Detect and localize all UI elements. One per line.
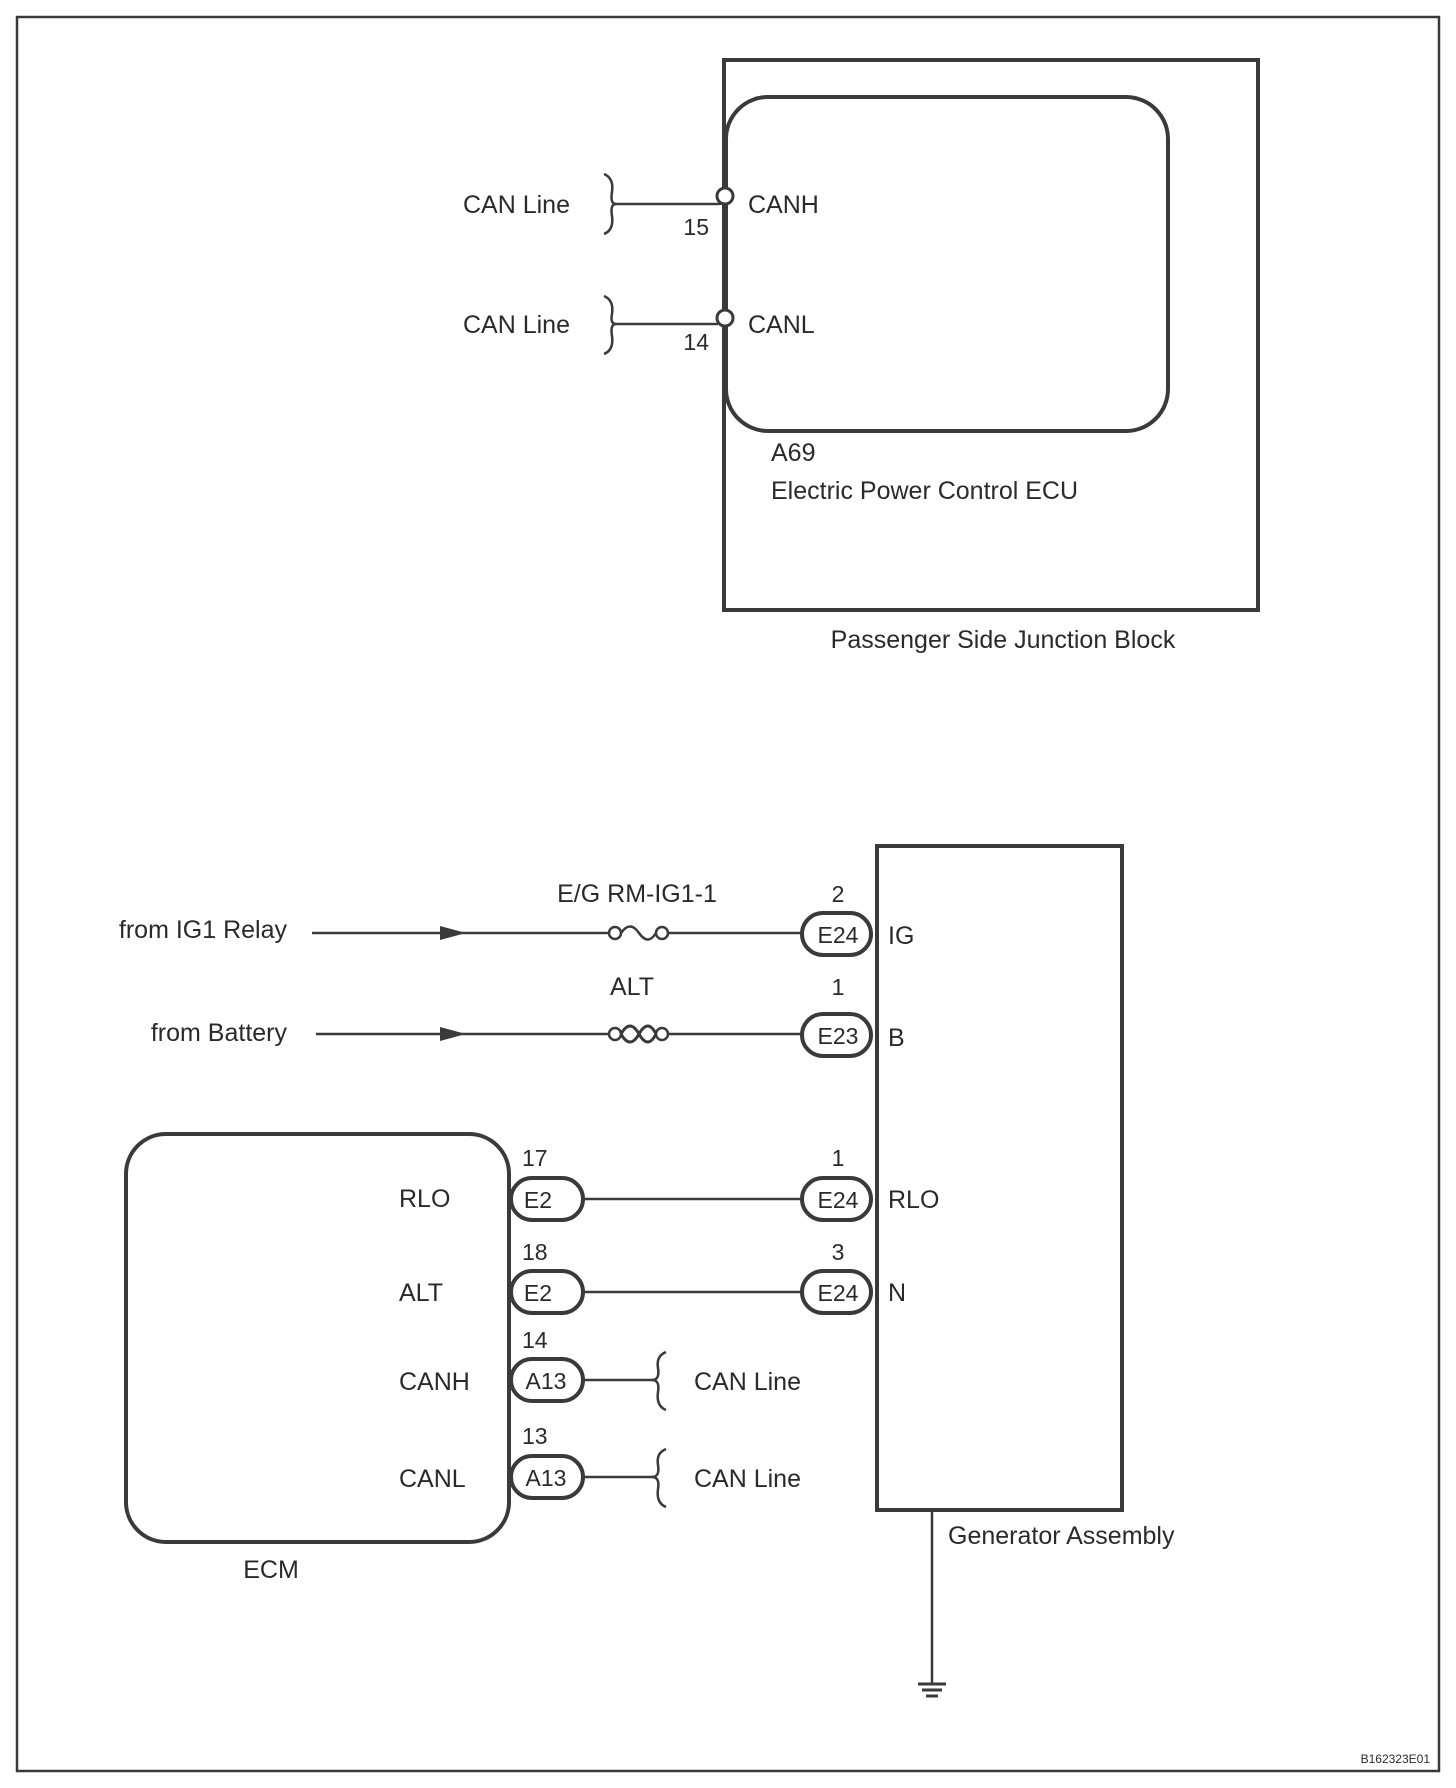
ecm-terminal-rlo: RLO (399, 1185, 450, 1213)
can-line-label-top-l: CAN Line (463, 311, 570, 339)
pin-number-ecm-canh: 14 (522, 1327, 548, 1353)
connector-e24-n (800, 1269, 873, 1315)
pin-number-gen-n: 3 (832, 1239, 845, 1265)
pin-number-ecm-canl: 13 (522, 1423, 548, 1449)
can-break-icon (603, 172, 617, 236)
arrow-icon (440, 1027, 466, 1041)
canh-terminal-lead (717, 201, 724, 206)
can-line-label-top-h: CAN Line (463, 191, 570, 219)
can-break-icon (603, 294, 617, 356)
can-break-icon (651, 1447, 667, 1509)
ecm-terminal-canh: CANH (399, 1368, 470, 1396)
terminal-label-canl-top: CANL (748, 311, 815, 339)
generator-box (875, 844, 1124, 1512)
pin-number-canl-top: 14 (683, 329, 709, 355)
connector-e2-rlo-label: E2 (524, 1187, 552, 1213)
connector-e2-alt-label: E2 (524, 1280, 552, 1306)
fusible-link-icon (607, 1024, 670, 1044)
fuse-alt-label: ALT (610, 973, 654, 1001)
terminal-label-gen-n: N (888, 1279, 906, 1307)
connector-e24-rlo (800, 1176, 873, 1222)
connector-e24-rlo-label: E24 (818, 1187, 859, 1213)
can-break-icon (651, 1350, 667, 1412)
fuse-ig-label: E/G RM-IG1-1 (557, 880, 717, 908)
connector-a13-canh-label: A13 (526, 1368, 567, 1394)
pin-number-ig: 2 (832, 881, 845, 907)
connector-e2-rlo (509, 1176, 585, 1222)
connector-e2-alt (509, 1269, 585, 1315)
terminal-label-ig: IG (888, 922, 914, 950)
generator-name: Generator Assembly (948, 1522, 1175, 1550)
ig1-source-label: from IG1 Relay (119, 916, 288, 944)
connector-e24-ig-label: E24 (818, 922, 859, 948)
connector-e24-n-label: E24 (818, 1280, 859, 1306)
fuse-icon (607, 925, 670, 941)
ecm-name: ECM (243, 1556, 299, 1584)
connector-e23-b (800, 1012, 873, 1058)
terminal-label-canh-top: CANH (748, 191, 819, 219)
junction-block-name: Passenger Side Junction Block (831, 626, 1176, 654)
pin-number-ecm-rlo: 17 (522, 1145, 548, 1171)
pin-number-ecm-alt: 18 (522, 1239, 548, 1265)
pin-number-gen-rlo: 1 (832, 1145, 845, 1171)
ecu-code: A69 (771, 439, 815, 467)
ecm-box (124, 1132, 511, 1544)
can-line-label-ecm-h: CAN Line (694, 1368, 801, 1396)
terminal-label-gen-rlo: RLO (888, 1186, 939, 1214)
connector-e24-ig (800, 911, 873, 957)
canl-terminal-icon (715, 308, 735, 328)
canh-terminal-icon (715, 186, 735, 206)
ecm-terminal-canl: CANL (399, 1465, 466, 1493)
connector-e23-b-label: E23 (818, 1023, 859, 1049)
can-line-label-ecm-l: CAN Line (694, 1465, 801, 1493)
pin-number-b: 1 (832, 974, 845, 1000)
ecu-name: Electric Power Control ECU (771, 477, 1078, 505)
battery-source-label: from Battery (151, 1019, 288, 1047)
arrow-icon (440, 926, 466, 940)
ecm-terminal-alt: ALT (399, 1279, 443, 1307)
connector-a13-canl-label: A13 (526, 1465, 567, 1491)
figure-reference-code: B162323E01 (1361, 1752, 1431, 1766)
terminal-label-b: B (888, 1024, 905, 1052)
ecu-box (724, 95, 1170, 433)
ground-icon (918, 1682, 946, 1698)
pin-number-canh-top: 15 (683, 214, 709, 240)
diagram-frame (15, 15, 1441, 1773)
